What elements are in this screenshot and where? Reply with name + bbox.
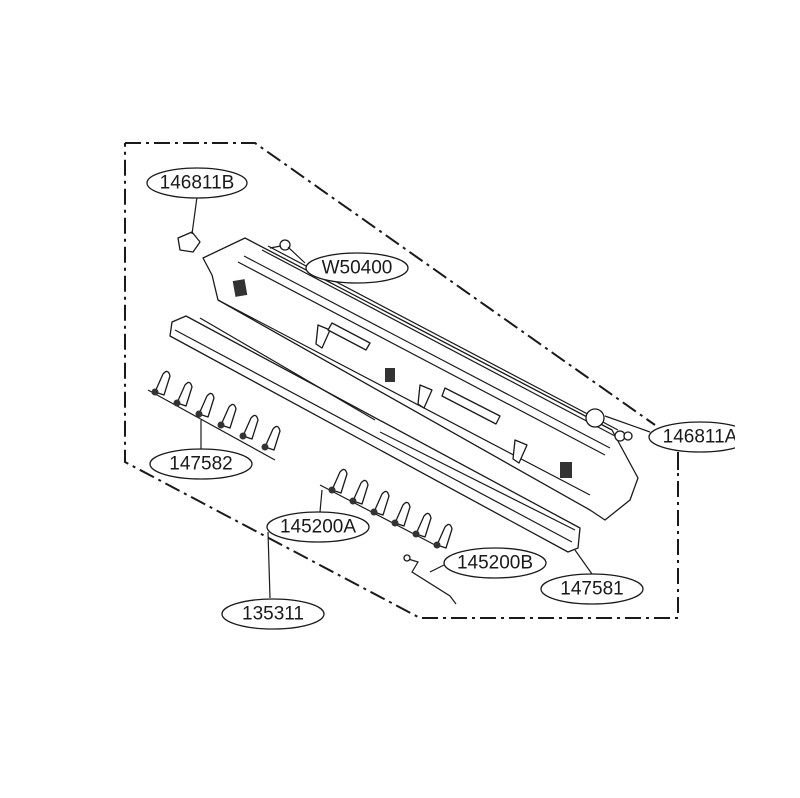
vane-link-hook [352, 479, 369, 505]
vane-link-hook [415, 512, 432, 538]
callout-146811a: 146811A [648, 415, 800, 460]
vane-link-pin [173, 399, 181, 407]
louver-vane [169, 315, 581, 553]
callout-label: 145200B [457, 553, 533, 574]
vane-link-hook [242, 414, 259, 440]
callout-label: 135311 [242, 604, 304, 625]
callout-label: 147581 [560, 579, 623, 600]
vane-link-hook [436, 523, 453, 549]
vane-link-pin [217, 421, 225, 429]
vane-link-pin [349, 497, 357, 505]
vane-link-pin [151, 388, 159, 396]
callout-label: 146811B [160, 173, 235, 194]
vane-link-hook [220, 403, 237, 429]
motor-part [585, 408, 633, 442]
vane-link-hook [176, 381, 193, 407]
callout-label: W50400 [322, 258, 393, 279]
leader-lines [191, 196, 651, 599]
callout-145200b: 145200B [443, 547, 547, 579]
vane-link-set-right [319, 468, 453, 549]
vane-link-pin [370, 508, 378, 516]
connecting-rod [403, 554, 457, 605]
vane-link-set-left [147, 370, 281, 461]
vane-link-hook [198, 392, 215, 418]
callout-147582: 147582 [149, 448, 253, 480]
assembly-boundary [124, 142, 679, 619]
callout-135311: 135311 [221, 598, 325, 630]
callout-label: 146811A [663, 427, 738, 448]
vane-link-pin [328, 486, 336, 494]
callout-146811b: 146811B [146, 167, 248, 199]
clip-part [177, 231, 201, 253]
screw-part [269, 239, 291, 251]
housing-frame [202, 237, 639, 521]
callout-label: 145200A [280, 517, 356, 538]
callout-label: 147582 [169, 454, 232, 475]
vane-link-pin [412, 530, 420, 538]
callout-145200a: 145200A [266, 511, 370, 543]
vane-link-pin [261, 443, 269, 451]
vane-link-pin [391, 519, 399, 527]
vane-link-hook [154, 370, 171, 396]
vane-link-hook [264, 425, 281, 451]
vane-link-hook [394, 501, 411, 527]
vane-link-pin [195, 410, 203, 418]
vane-link-hook [331, 468, 348, 494]
vane-link-pin [433, 541, 441, 549]
vane-link-hook [373, 490, 390, 516]
callout-147581: 147581 [540, 573, 644, 605]
callout-w50400: W50400 [305, 252, 409, 284]
vane-link-pin [239, 432, 247, 440]
